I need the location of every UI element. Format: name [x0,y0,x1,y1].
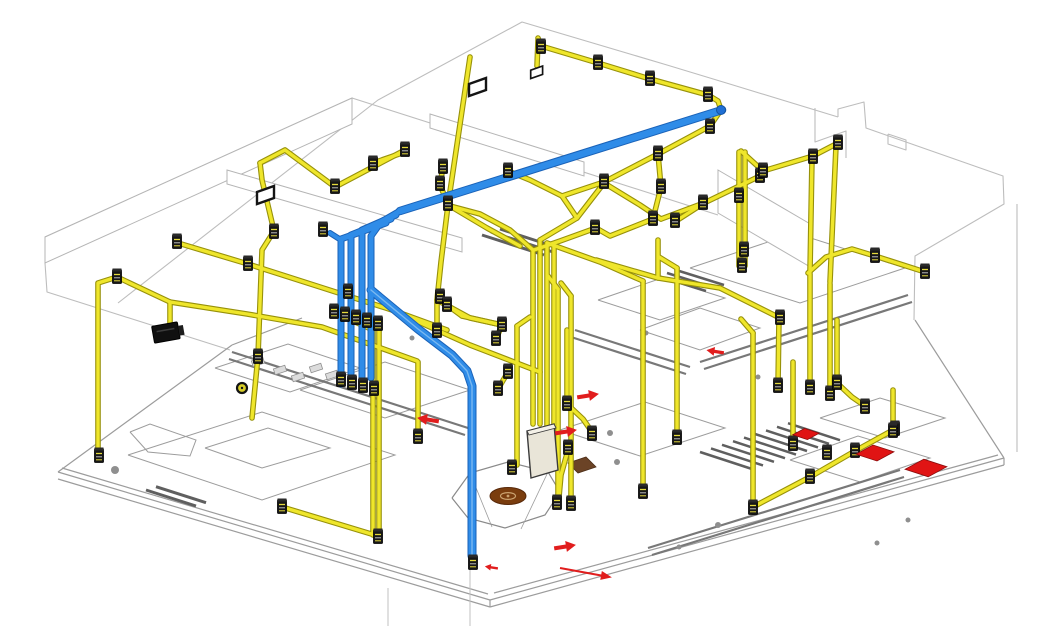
junction-box [593,54,603,70]
junction-box [277,498,287,514]
junction-box [825,385,835,401]
red-markers [417,347,948,580]
junction-box [648,210,658,226]
junction-box [497,316,507,332]
junction-box [172,233,182,249]
junction-box [587,425,597,441]
red-floor-marker [904,458,948,478]
junction-box [645,70,655,86]
junction-box [739,241,749,257]
junction-box [503,363,513,379]
junction-box [703,86,713,102]
signage-panel [255,184,276,206]
junction-box [435,175,445,191]
junction-box [243,255,253,271]
junction-box [888,422,898,438]
junction-box [775,309,785,325]
junction-box [269,223,279,239]
interior-wall-bands [44,97,813,269]
junction-box [438,158,448,174]
junction-box [432,322,442,338]
signage-panel [467,76,488,98]
junction-box [734,187,744,203]
junction-box [358,377,368,393]
junction-box [788,435,798,451]
junction-box [638,483,648,499]
junction-box [832,374,842,390]
junction-box [705,118,715,134]
junction-box [507,459,517,475]
junction-box [112,268,122,284]
junction-box [368,155,378,171]
junction-box [805,379,815,395]
junction-box [443,195,453,211]
junction-box [808,148,818,164]
junction-box [656,178,666,194]
junction-box [347,374,357,390]
junction-box [653,145,663,161]
round-fixture [235,381,249,395]
junction-box [552,494,562,510]
red-direction-arrow [576,390,599,401]
junction-box [590,219,600,235]
red-floor-marker [854,444,896,462]
red-direction-arrow [484,564,499,571]
junction-box [94,447,104,463]
junction-box [920,263,930,279]
junction-box [562,395,572,411]
red-direction-arrow [417,414,440,425]
junction-box [373,315,383,331]
junction-box [336,371,346,387]
signage-panel [529,64,544,80]
junction-box [253,348,263,364]
junction-box [805,468,815,484]
junction-box [833,134,843,150]
junction-box [413,428,423,444]
junction-box [672,429,682,445]
junction-box [698,194,708,210]
junction-box [599,173,609,189]
junction-box [748,499,758,515]
junction-box [400,141,410,157]
junction-box [566,495,576,511]
conduits-blue [327,105,727,561]
red-floor-marker [791,427,821,441]
equipment-fixture [151,321,185,344]
junction-box [330,178,340,194]
junction-box [503,162,513,178]
junction-box [860,398,870,414]
junction-box [773,377,783,393]
junction-box [318,221,328,237]
junction-box [373,528,383,544]
junction-box [870,247,880,263]
junction-box [670,212,680,228]
junction-box [758,162,768,178]
junction-box [369,380,379,396]
junction-box [822,444,832,460]
electrical-panel [526,423,559,479]
junction-box [362,312,372,328]
floor-equipment [489,487,527,505]
junction-box [563,439,573,455]
junction-box [536,38,546,54]
junction-box [493,380,503,396]
junction-box [442,296,452,312]
junction-box [340,306,350,322]
junction-box [737,257,747,273]
junction-box [329,303,339,319]
junction-box [491,330,501,346]
junction-box [343,283,353,299]
red-direction-arrow [554,426,577,437]
red-direction-arrow [553,541,576,552]
red-direction-arrow [706,347,725,356]
junction-box [468,554,478,570]
junction-box [351,309,361,325]
